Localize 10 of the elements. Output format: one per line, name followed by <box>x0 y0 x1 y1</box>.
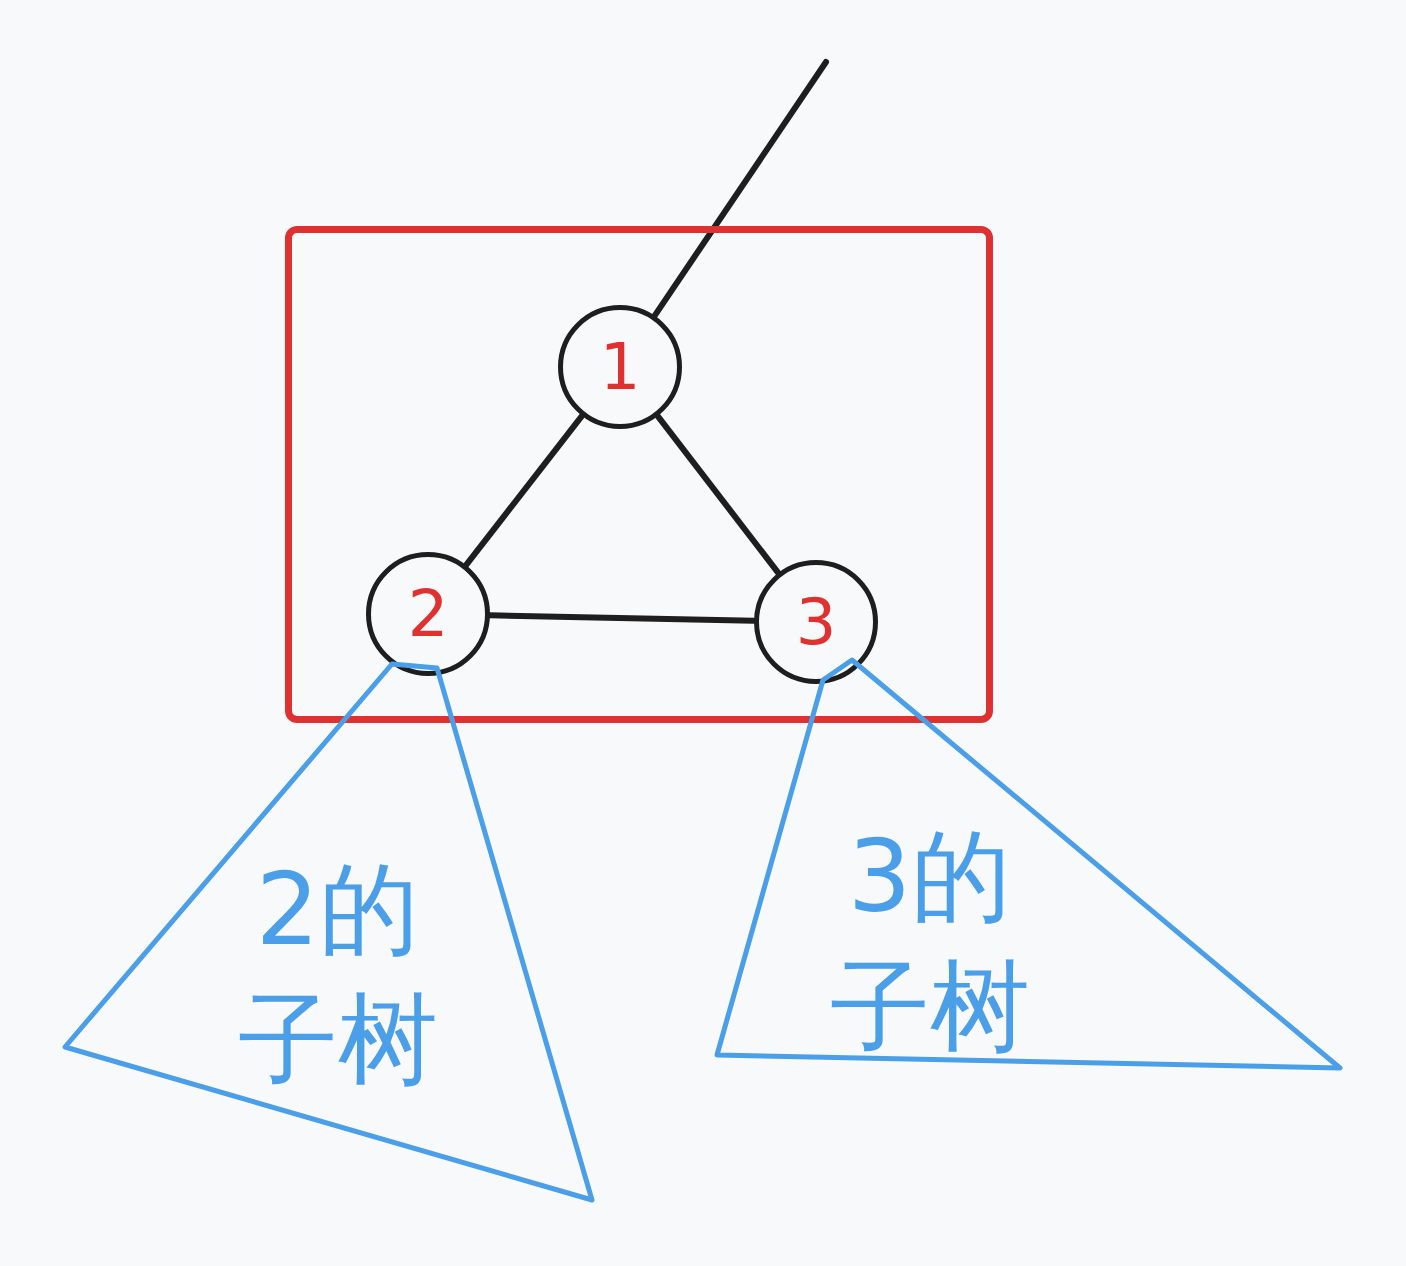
tree-node-circle: 2 <box>366 552 490 676</box>
highlight-box <box>285 226 993 723</box>
subtree-label: 2的子树 <box>236 850 439 1100</box>
tree-edge-line <box>651 59 829 319</box>
tree-edge-line <box>654 413 782 576</box>
tree-node-circle: 1 <box>558 305 682 429</box>
tree-edge-line <box>487 612 757 624</box>
subtree-label: 3的子树 <box>828 817 1031 1067</box>
tree-node-circle: 3 <box>754 560 878 684</box>
tree-edge-line <box>463 412 585 569</box>
